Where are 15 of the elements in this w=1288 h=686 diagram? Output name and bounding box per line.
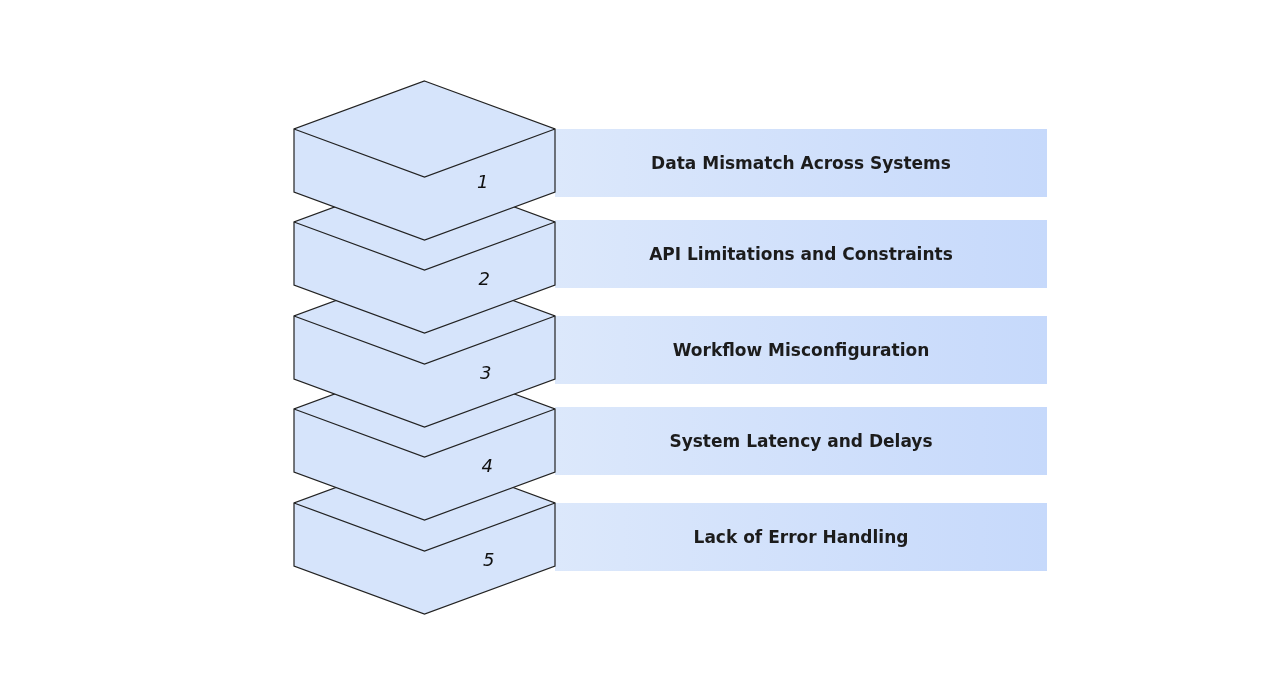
- step-label: System Latency and Delays: [669, 431, 933, 451]
- label-band: [555, 503, 1047, 571]
- step-label: Data Mismatch Across Systems: [651, 153, 951, 173]
- step-number: 3: [480, 362, 492, 383]
- step-number: 1: [477, 171, 489, 192]
- step-label: Workflow Misconfiguration: [672, 340, 930, 360]
- step-label: API Limitations and Constraints: [649, 244, 953, 264]
- step-number: 4: [481, 455, 493, 476]
- step-number: 5: [483, 549, 495, 570]
- step-label: Lack of Error Handling: [693, 527, 909, 547]
- label-band: [555, 407, 1047, 475]
- label-band: [555, 220, 1047, 288]
- step-number: 2: [478, 268, 490, 289]
- label-band: [555, 316, 1047, 384]
- label-band: [555, 129, 1047, 197]
